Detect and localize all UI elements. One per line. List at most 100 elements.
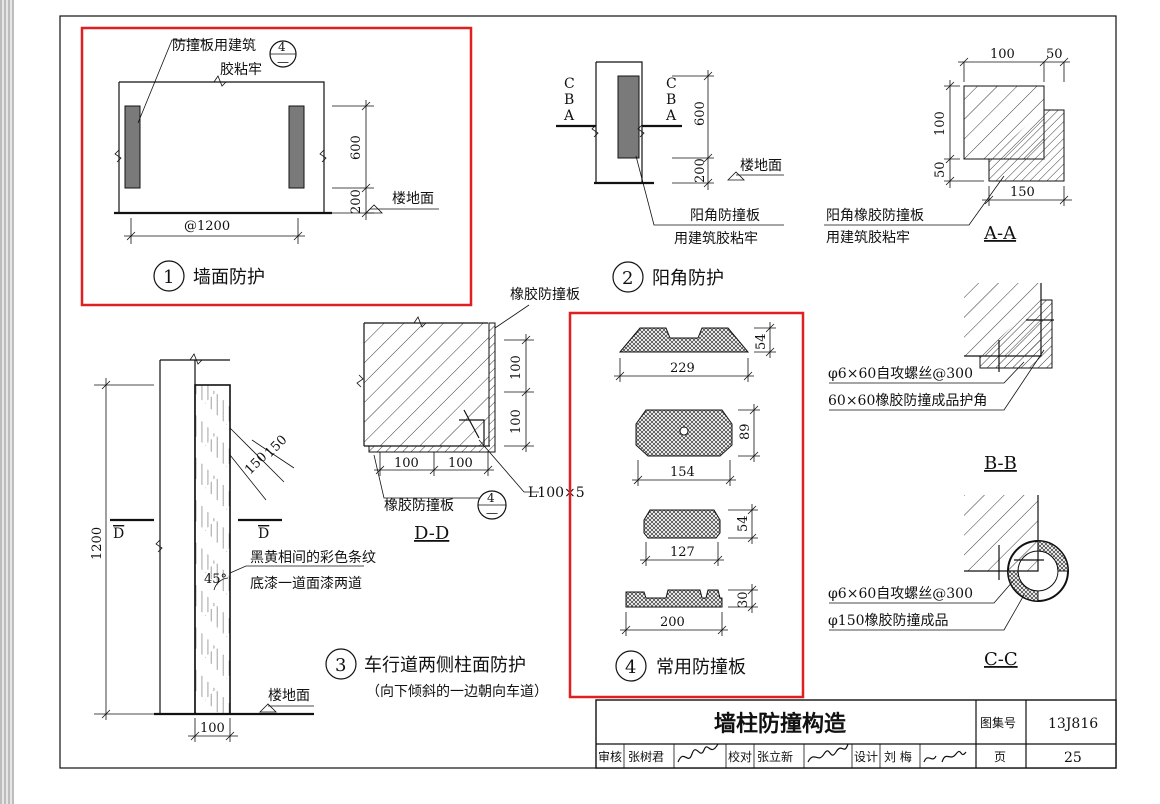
check-label: 校对 <box>728 749 752 764</box>
board3-width: 127 <box>670 545 695 560</box>
wall-callout-line2: 胶粘牢 <box>220 61 262 78</box>
column-subtitle: （向下倾斜的一边朝向车道） <box>366 683 548 700</box>
column-note-line2: 底漆一道面漆两道 <box>250 576 362 592</box>
board2-height: 89 <box>738 423 753 440</box>
designer-signature <box>923 750 967 763</box>
column-cut-mark-left: D <box>113 526 124 542</box>
column-dim-total: 1200 <box>90 527 105 560</box>
atlas-label: 图集号 <box>980 715 1016 730</box>
drawing-sheet: 防撞板用建筑 胶粘牢 4 — 600 200 楼地面 @1200 1 <box>14 0 1160 804</box>
column-cut-mark-right: D <box>258 526 269 542</box>
aa-dim-bottom: 150 <box>1010 185 1035 200</box>
board3-height: 54 <box>736 515 751 532</box>
cc-section-label: C-C <box>984 649 1018 670</box>
wall-floor-label: 楼地面 <box>392 191 434 207</box>
corner-floor-label: 楼地面 <box>740 158 782 174</box>
board-profile-229x54 <box>618 327 750 353</box>
board4-width: 200 <box>660 615 685 630</box>
section-b-b: φ6×60自攻螺丝@300 60×60橡胶防撞成品护角 B-B <box>828 283 1054 474</box>
column-striped-guard <box>194 384 231 715</box>
section-c-c: φ6×60自攻螺丝@300 φ150橡胶防撞成品 C-C <box>828 495 1069 670</box>
bb-section-label: B-B <box>984 453 1017 474</box>
title-block: 墙柱防撞构造 图集号 13J816 页 25 审核 张树君 校对 张立新 设 <box>595 699 1117 769</box>
checker-name: 张立新 <box>757 749 793 764</box>
section-a-a: 100 50 100 50 150 阳角橡胶防撞板 用建筑胶粘牢 A-A <box>824 47 1072 246</box>
bb-rubber-guard <box>979 299 1053 369</box>
viewer-scroll-edge[interactable] <box>0 0 14 804</box>
corner-mark-left-a: A <box>563 108 575 124</box>
wall-bumper-right <box>288 105 305 189</box>
column-angle: 45° <box>204 572 227 587</box>
wall-ref-num: 4 <box>278 40 286 54</box>
board-profile-127x54 <box>643 509 721 539</box>
highlight-box-boards <box>568 311 805 699</box>
corner-mark-left-c: C <box>564 76 575 92</box>
corner-number: 2 <box>622 268 633 289</box>
board1-height: 54 <box>754 333 769 350</box>
design-label: 设计 <box>854 750 878 764</box>
aa-dim-top2: 50 <box>1046 47 1063 62</box>
wall-protection-detail: 防撞板用建筑 胶粘牢 4 — 600 200 楼地面 @1200 1 <box>80 26 473 307</box>
sheet-border <box>59 15 1117 769</box>
cc-note-line1: φ6×60自攻螺丝@300 <box>828 586 973 602</box>
title-block-title: 墙柱防撞构造 <box>714 711 846 737</box>
wall-dim-200: 200 <box>349 189 364 214</box>
corner-note-line2: 用建筑胶粘牢 <box>674 230 758 247</box>
column-number: 3 <box>335 655 346 676</box>
dd-angle-label: L100×5 <box>528 485 585 501</box>
construction-drawing: 防撞板用建筑 胶粘牢 4 — 600 200 楼地面 @1200 1 <box>59 15 1117 769</box>
column-dim-width: 100 <box>200 721 225 736</box>
corner-protection-detail: C B A C B A 600 200 楼地面 阳角防撞板 用建筑胶粘牢 2 阳… <box>556 61 784 293</box>
column-number-circle <box>325 648 357 680</box>
atlas-value: 13J816 <box>1048 716 1098 732</box>
board4-height: 30 <box>736 591 751 608</box>
bb-note-line2: 60×60橡胶防撞成品护角 <box>828 392 987 409</box>
dd-label-bottom: 橡胶防撞板 <box>384 497 454 514</box>
aa-dim-side1: 100 <box>933 111 948 136</box>
dd-label-top: 橡胶防撞板 <box>510 286 580 303</box>
designer-name: 刘 梅 <box>884 749 912 764</box>
aa-section-label: A-A <box>983 223 1017 244</box>
dd-ref-num: 4 <box>487 491 495 505</box>
highlight-box-wall <box>80 26 473 307</box>
corner-dim-600: 600 <box>693 101 708 126</box>
page-label: 页 <box>994 750 1006 764</box>
column-protection-detail: 1200 D D 150 150 45° 黑黄相间的彩色条纹 底漆一道面漆两道 … <box>90 353 548 742</box>
column-floor-label: 楼地面 <box>268 688 310 704</box>
corner-mark-right-c: C <box>666 76 677 92</box>
dd-ref-sheet: — <box>486 506 498 520</box>
board-profile-200x30 <box>625 589 723 608</box>
section-d-d: 橡胶防撞板 100 100 100 100 L100×5 橡胶防撞板 4 — D… <box>356 286 585 544</box>
corner-title: 阳角防护 <box>652 268 724 289</box>
column-note-line1: 黑黄相间的彩色条纹 <box>250 549 376 566</box>
corner-mark-left-b: B <box>564 92 574 108</box>
reviewer-signature <box>677 743 719 763</box>
wall-callout-line1: 防撞板用建筑 <box>172 38 256 54</box>
corner-dim-200: 200 <box>693 158 708 183</box>
checker-signature <box>807 743 849 763</box>
wall-title: 墙面防护 <box>193 267 265 288</box>
wall-number-circle <box>153 260 185 292</box>
corner-note-line1: 阳角防撞板 <box>690 208 760 224</box>
wall-dim-600: 600 <box>349 135 364 160</box>
boards-number-circle <box>615 650 647 682</box>
reviewer-name: 张树君 <box>628 749 664 764</box>
wall-bumper-left <box>124 105 141 189</box>
aa-note-line1: 阳角橡胶防撞板 <box>826 207 924 224</box>
dd-dim-v2: 100 <box>509 409 524 434</box>
aa-dim-top1: 100 <box>990 47 1015 62</box>
boards-title: 常用防撞板 <box>656 657 746 678</box>
board1-width: 229 <box>670 361 695 376</box>
wall-number: 1 <box>163 267 174 288</box>
corner-mark-right-b: B <box>666 92 676 108</box>
dd-concrete <box>364 323 489 446</box>
dd-section-label: D-D <box>414 523 449 544</box>
aa-dim-side2: 50 <box>933 161 948 178</box>
aa-note-line2: 用建筑胶粘牢 <box>826 229 910 246</box>
page-value: 25 <box>1064 750 1082 766</box>
corner-number-circle <box>612 261 644 293</box>
bb-note-line1: φ6×60自攻螺丝@300 <box>828 366 973 382</box>
wall-ref-sheet: — <box>277 55 289 69</box>
dd-dim-v1: 100 <box>509 355 524 380</box>
